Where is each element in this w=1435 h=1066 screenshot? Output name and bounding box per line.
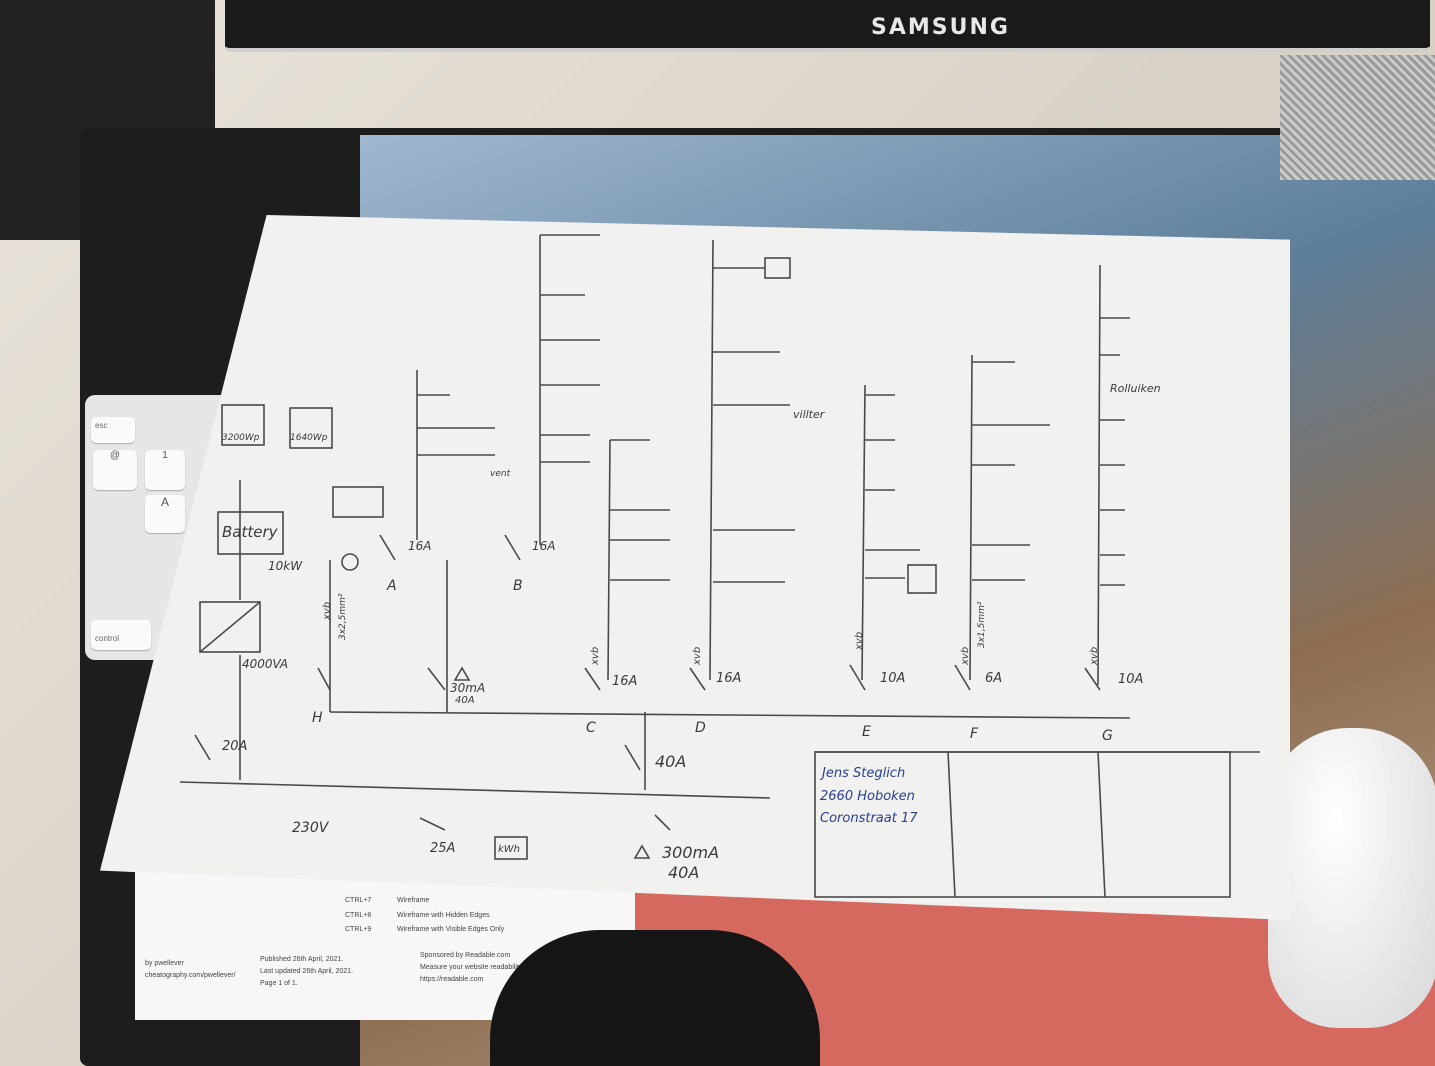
cable-label-c: xvb: [590, 647, 601, 666]
cable-label-h: xvb: [322, 602, 333, 621]
key-a: A: [145, 495, 185, 533]
socket-symbol: [341, 553, 359, 571]
breaker-a: 16A: [408, 539, 431, 553]
group-f-line: [969, 354, 973, 681]
group-a-label: A: [386, 578, 397, 594]
owner-street: Coronstraat 17: [820, 811, 918, 826]
handout-author: by pwellever: [145, 960, 184, 967]
inverter-box: [199, 601, 261, 653]
cable-size-f: 3x1,5mm²: [977, 601, 987, 648]
ventilator-label: villter: [793, 408, 826, 421]
battery-capacity: 10kW: [268, 559, 303, 573]
breaker-b: 16A: [532, 539, 555, 553]
branch-lines: [417, 234, 1130, 586]
breaker-25a: 25A: [430, 841, 455, 856]
group-e-line: [861, 384, 866, 681]
breaker-main: 20A: [222, 739, 247, 754]
handout-published: Published 26th April, 2021.: [260, 956, 344, 963]
meter-label: kWh: [498, 844, 520, 855]
group-b-label: B: [513, 578, 523, 594]
handout-sponsor-line: Measure your website readability!: [420, 964, 525, 971]
roller-shutter-label: Rolluiken: [1110, 382, 1161, 395]
handout-page: Page 1 of 1.: [260, 980, 298, 987]
mesh-basket: [1280, 55, 1435, 180]
handout-sponsor-url: https://readable.com: [420, 976, 484, 983]
breaker-e: 10A: [880, 671, 905, 686]
breaker-d: 16A: [716, 671, 741, 686]
ventilator-box: [764, 257, 791, 279]
group-e-label: E: [862, 724, 871, 740]
handout-label: Wireframe with Visible Edges Only: [397, 926, 505, 933]
breaker-f: 6A: [985, 671, 1002, 686]
solar-panel-1: [221, 404, 265, 446]
key-1: 1: [145, 450, 185, 490]
breaker-g: 10A: [1118, 672, 1143, 687]
breaker-40a: 40A: [655, 752, 686, 771]
chair-back: [490, 930, 820, 1066]
handout-site: cheatography.com/pwellever/: [145, 972, 236, 979]
battery-label: Battery: [222, 523, 279, 541]
mains-voltage: 230V: [292, 820, 330, 836]
group-c-line: [607, 439, 611, 681]
computer-mouse: [1268, 728, 1435, 1028]
cable-label-f: xvb: [960, 647, 971, 666]
battery-box: [217, 511, 284, 555]
handout-label: Wireframe with Hidden Edges: [397, 912, 490, 919]
main-busbar: [329, 711, 1131, 719]
owner-city: 2660 Hoboken: [820, 789, 915, 804]
handout-label: Wireframe: [397, 897, 430, 904]
differential-300-rating: 40A: [668, 863, 699, 882]
cable-label-e: xvb: [854, 632, 865, 651]
monitor: SAMSUNG: [225, 0, 1430, 52]
panel-label-2: 1640Wp: [290, 433, 328, 443]
solar-panel-2: [289, 407, 333, 449]
group-f-label: F: [970, 726, 979, 742]
breaker-c: 16A: [612, 674, 637, 689]
group-g-line: [1097, 264, 1101, 686]
key-esc: esc: [91, 417, 135, 443]
handout-updated: Last updated 26th April, 2021.: [260, 968, 354, 975]
breaker-symbols: [194, 534, 1101, 831]
group-d-line: [709, 239, 714, 681]
cable-label-g: xvb: [1089, 647, 1100, 666]
monitor-brand: SAMSUNG: [871, 15, 1010, 40]
schematic-paper: [100, 215, 1290, 920]
group-c-label: C: [586, 720, 596, 736]
differential-symbol-2: [633, 844, 651, 859]
cable-label-d: xvb: [692, 647, 703, 666]
panel-label-1: 3200Wp: [222, 433, 260, 443]
kwh-meter: [494, 836, 528, 860]
inverter-rating: 4000VA: [242, 657, 288, 671]
differential-30-rating: 40A: [455, 695, 475, 706]
vent-label: vent: [490, 469, 511, 479]
handout-key: CTRL+7: [345, 897, 372, 904]
handout-key: CTRL+9: [345, 926, 372, 933]
handout-sponsor: Sponsored by Readable.com: [420, 952, 511, 959]
group-g-label: G: [1102, 728, 1113, 744]
handout-key: CTRL+8: [345, 912, 372, 919]
lamp-box: [907, 564, 937, 594]
cable-size-h: 3x2,5mm²: [338, 593, 348, 640]
key-at: @: [93, 450, 137, 490]
differential-300-label: 300mA: [662, 843, 719, 862]
group-h-label: H: [312, 710, 323, 726]
meter-box-a: [332, 486, 384, 518]
supply-bus: [179, 781, 771, 799]
owner-name: Jens Steglich: [819, 766, 905, 781]
differential-30-label: 30mA: [450, 681, 485, 695]
group-d-label: D: [695, 720, 706, 736]
key-control: control: [91, 620, 151, 650]
differential-symbol-1: [453, 666, 471, 681]
